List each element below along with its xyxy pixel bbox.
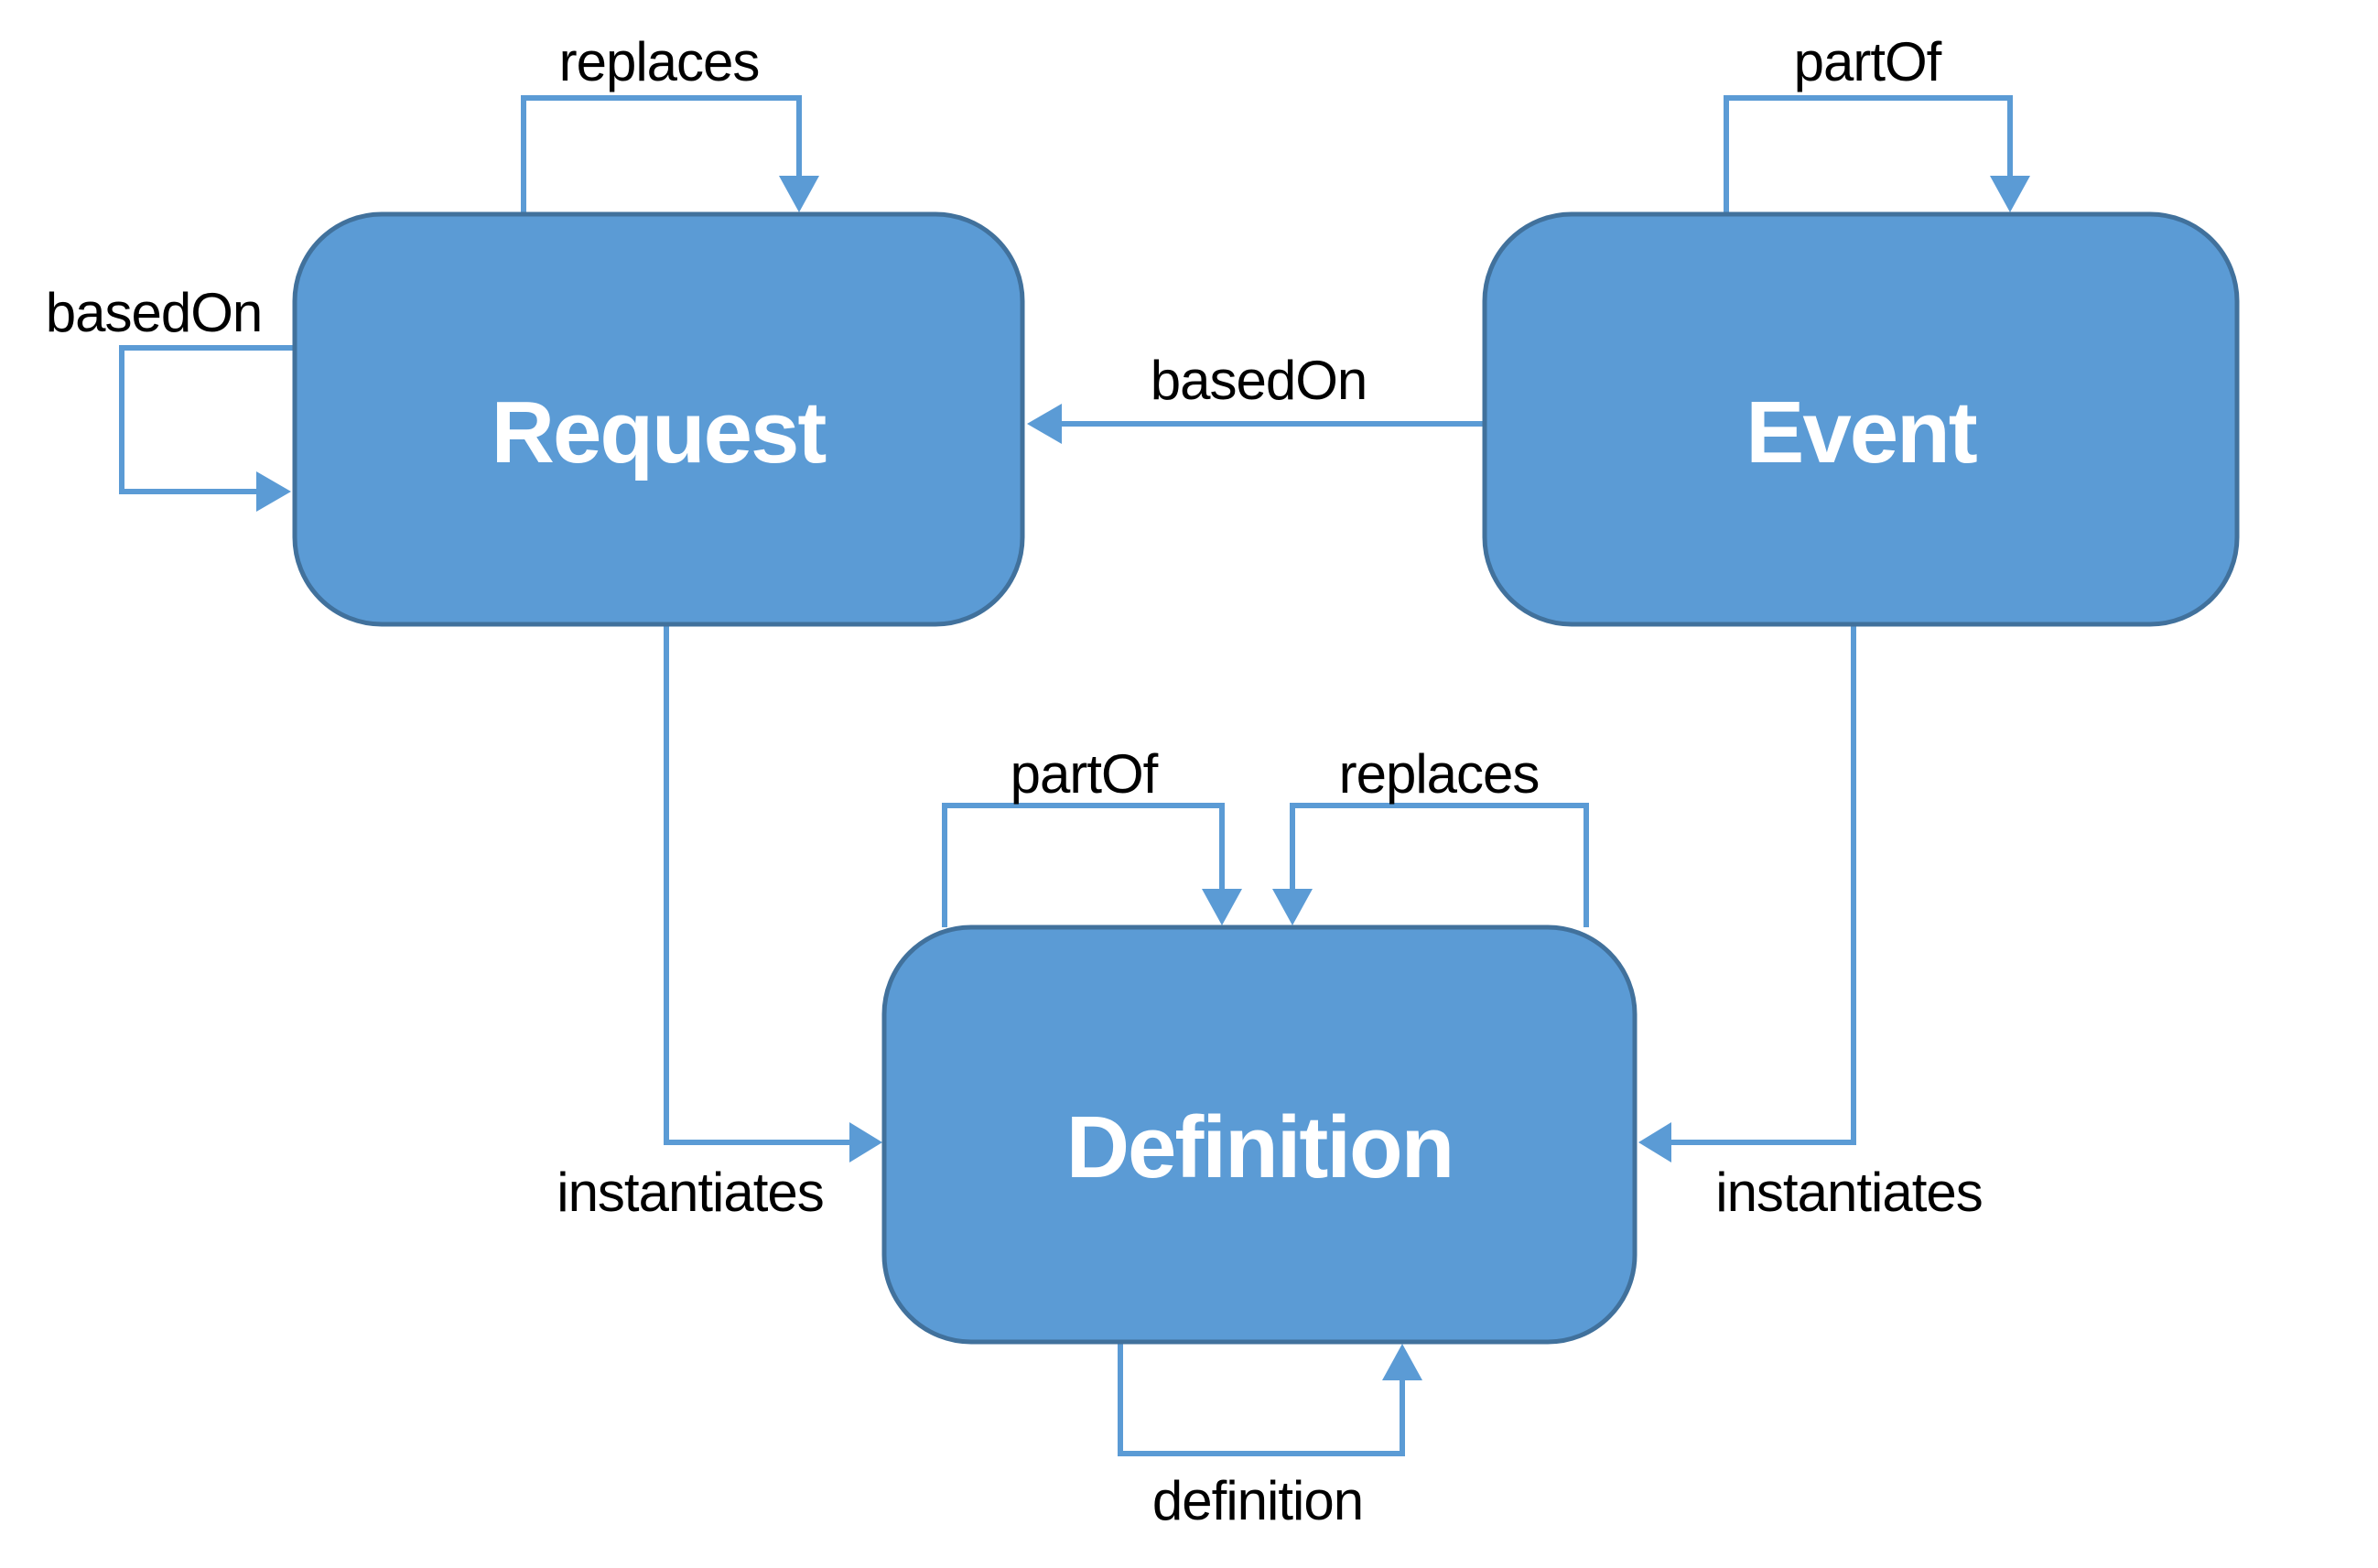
edge-label-request-basedon: basedOn bbox=[46, 282, 263, 343]
node-layer: Request Event Definition bbox=[292, 211, 2240, 1345]
edge-layer: replaces basedOn partOf basedOn instanti… bbox=[46, 31, 2030, 1531]
node-event bbox=[1482, 211, 2240, 627]
edge-request-instantiates-definition bbox=[664, 624, 851, 1145]
node-definition bbox=[881, 925, 1638, 1345]
edge-label-event-partof: partOf bbox=[1794, 31, 1942, 92]
edge-label-request-replaces: replaces bbox=[559, 31, 760, 92]
arrowhead-down-icon bbox=[1990, 176, 2030, 212]
arrowhead-right-icon bbox=[256, 471, 291, 512]
edge-label-event-basedon-request: basedOn bbox=[1151, 350, 1367, 411]
edge-event-partof-self bbox=[1724, 95, 2013, 214]
node-definition-label: Definition bbox=[1066, 1098, 1454, 1196]
edge-request-replaces-self bbox=[521, 95, 802, 214]
edge-definition-definition-self bbox=[1118, 1342, 1405, 1456]
node-request bbox=[292, 211, 1025, 627]
edge-request-basedon-self bbox=[119, 345, 295, 494]
arrowhead-right-icon bbox=[849, 1122, 882, 1162]
arrowhead-up-icon bbox=[1382, 1344, 1422, 1380]
arrowhead-left-icon bbox=[1638, 1122, 1671, 1162]
arrowhead-down-icon bbox=[1202, 889, 1242, 925]
edge-definition-replaces-self bbox=[1290, 803, 1589, 927]
edge-label-event-instantiates: instantiates bbox=[1715, 1162, 1983, 1223]
edge-definition-partof-self bbox=[942, 803, 1225, 927]
node-request-label: Request bbox=[492, 384, 827, 481]
node-event-label: Event bbox=[1746, 384, 1976, 481]
arrowhead-left-icon bbox=[1027, 404, 1062, 444]
edge-event-instantiates-definition bbox=[1670, 624, 1856, 1145]
edge-label-definition-replaces: replaces bbox=[1339, 743, 1540, 805]
edge-label-request-instantiates: instantiates bbox=[557, 1162, 824, 1223]
arrowhead-down-icon bbox=[1272, 889, 1313, 925]
edge-label-definition-definition: definition bbox=[1152, 1470, 1363, 1531]
edge-label-definition-partof: partOf bbox=[1011, 743, 1159, 805]
arrowhead-down-icon bbox=[779, 176, 819, 212]
